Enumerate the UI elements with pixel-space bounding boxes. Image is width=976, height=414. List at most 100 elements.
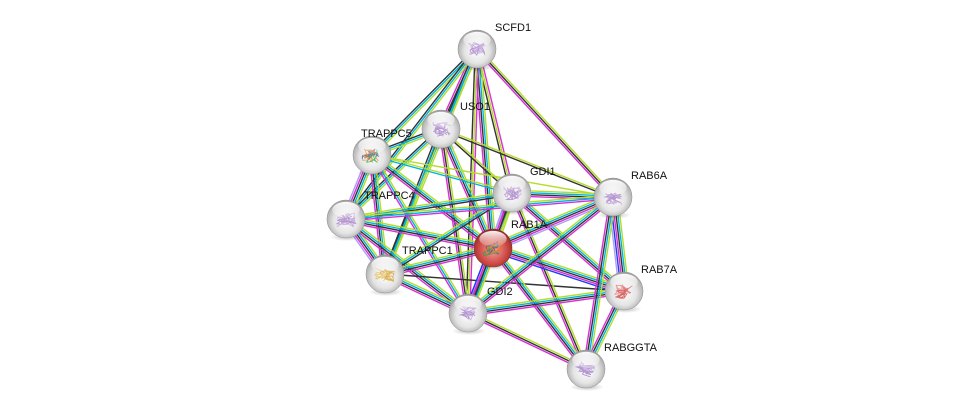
edge-line-coexpression [440, 128, 469, 314]
edge-line-coexpression [475, 49, 493, 249]
edge-line-curated-databases [346, 217, 494, 248]
edge-line-curated-databases [345, 128, 442, 220]
edge-line-textmining [371, 154, 614, 198]
edge-line-textmining [346, 49, 480, 221]
edge-line-experimental [582, 196, 611, 369]
edge-line-textmining [372, 49, 479, 157]
edge-scfd1-trappc4[interactable] [343, 47, 480, 221]
edge-line-textmining [346, 215, 494, 246]
edge-uso1-trappc1[interactable] [382, 128, 444, 275]
edge-line-coexpression [382, 128, 440, 274]
edge-line-experimental [346, 198, 614, 222]
edge-line-textmining [386, 129, 444, 275]
node-scfd1[interactable]: SCFD1 [457, 22, 531, 71]
edge-trappc4-rab1a[interactable] [345, 215, 494, 252]
edge-gdi2-rab6a[interactable] [465, 194, 616, 316]
node-gdi2[interactable]: GDI2 [448, 286, 513, 335]
node-label: SCFD1 [495, 22, 531, 34]
edge-line-experimental [475, 49, 613, 199]
node-trappc1[interactable]: TRAPPC1 [365, 245, 453, 296]
edge-scfd1-rab6a[interactable] [475, 47, 615, 199]
node-rab1a[interactable]: RAB1A [473, 219, 548, 270]
edge-scfd1-gdi1[interactable] [474, 48, 515, 194]
node-trappc4[interactable]: TRAPPC4 [326, 190, 415, 241]
node-highlight [427, 111, 455, 128]
edge-line-coexpression [440, 129, 613, 199]
node-label: RABGGTA [604, 342, 658, 354]
edge-line-textmining [372, 153, 513, 193]
edge-gdi1-rabggta[interactable] [509, 191, 589, 371]
node-gdi1[interactable]: GDI1 [492, 166, 556, 215]
node-rab6a[interactable]: RAB6A [593, 170, 668, 219]
edge-line-coexpression [584, 196, 613, 369]
edge-rab6a-rabggta[interactable] [582, 196, 617, 370]
edge-line-curated-databases [371, 48, 478, 156]
edge-line-curated-databases [345, 48, 478, 220]
edge-line-coexpression [344, 127, 441, 219]
node-highlight [358, 137, 386, 154]
edge-line-experimental [469, 198, 616, 316]
node-rab7a[interactable]: RAB7A [604, 264, 678, 313]
edge-line-coexpression [468, 197, 615, 315]
edge-line-coexpression [491, 248, 586, 371]
edge-line-textmining [373, 152, 496, 247]
node-highlight [371, 256, 399, 273]
edge-line-coexpression [370, 155, 493, 250]
node-label: RAB6A [631, 170, 668, 182]
edge-line-coexpression [510, 193, 624, 293]
edge-line-curated-databases [512, 191, 626, 291]
node-label: USO1 [460, 101, 490, 113]
edge-line-textmining [513, 191, 589, 369]
edge-line-curated-databases [345, 196, 614, 220]
node-uso1[interactable]: USO1 [421, 101, 490, 151]
node-label: TRAPPC5 [361, 128, 412, 140]
edge-line-experimental [473, 49, 491, 249]
node-highlight [599, 179, 627, 196]
node-highlight [479, 230, 507, 247]
edge-trappc5-rab6a[interactable] [371, 154, 614, 198]
edge-gdi2-rabggta[interactable] [466, 310, 588, 372]
node-label: GDI1 [530, 166, 556, 178]
edge-trappc5-gdi1[interactable] [371, 153, 513, 195]
edge-line-textmining [441, 127, 614, 197]
edge-line-curated-databases [372, 153, 495, 248]
node-label: RAB7A [641, 264, 678, 276]
node-label: TRAPPC4 [364, 190, 415, 202]
node-label: TRAPPC1 [402, 245, 453, 257]
node-trappc5[interactable]: TRAPPC5 [352, 128, 412, 177]
edge-trappc4-rab6a[interactable] [345, 194, 614, 222]
edge-line-curated-databases [466, 195, 613, 313]
edge-line-experimental [478, 48, 515, 193]
edge-rab1a-rab6a[interactable] [491, 192, 615, 253]
edge-line-textmining [465, 194, 612, 312]
edge-line-curated-databases [467, 289, 624, 313]
edge-line-curated-databases [491, 194, 613, 247]
edge-line-textmining [477, 47, 615, 197]
edge-line-coexpression [344, 219, 468, 315]
edge-scfd1-trappc5[interactable] [370, 47, 479, 157]
edge-line-textmining [491, 192, 612, 246]
node-highlight [610, 273, 638, 290]
node-highlight [454, 295, 482, 312]
edge-line-experimental [509, 193, 585, 371]
edge-line-experimental [490, 249, 585, 372]
edge-line-textmining [345, 194, 613, 218]
edge-line-coexpression [467, 312, 587, 370]
edge-uso1-rab6a[interactable] [440, 127, 614, 199]
edge-line-curated-databases [371, 155, 512, 195]
node-label: RAB1A [511, 219, 548, 231]
edge-line-coexpression [345, 219, 493, 250]
edges-layer [341, 47, 630, 372]
edge-line-experimental [466, 314, 586, 372]
node-rabggta[interactable]: RABGGTA [566, 342, 658, 391]
edge-line-coexpression [385, 194, 514, 277]
edge-line-coexpression [474, 49, 511, 194]
edge-line-coexpression [476, 48, 614, 198]
node-label: GDI2 [487, 286, 513, 298]
edge-line-textmining [588, 197, 617, 370]
node-highlight [572, 351, 600, 368]
edge-line-textmining [386, 49, 480, 275]
node-highlight [332, 201, 360, 218]
